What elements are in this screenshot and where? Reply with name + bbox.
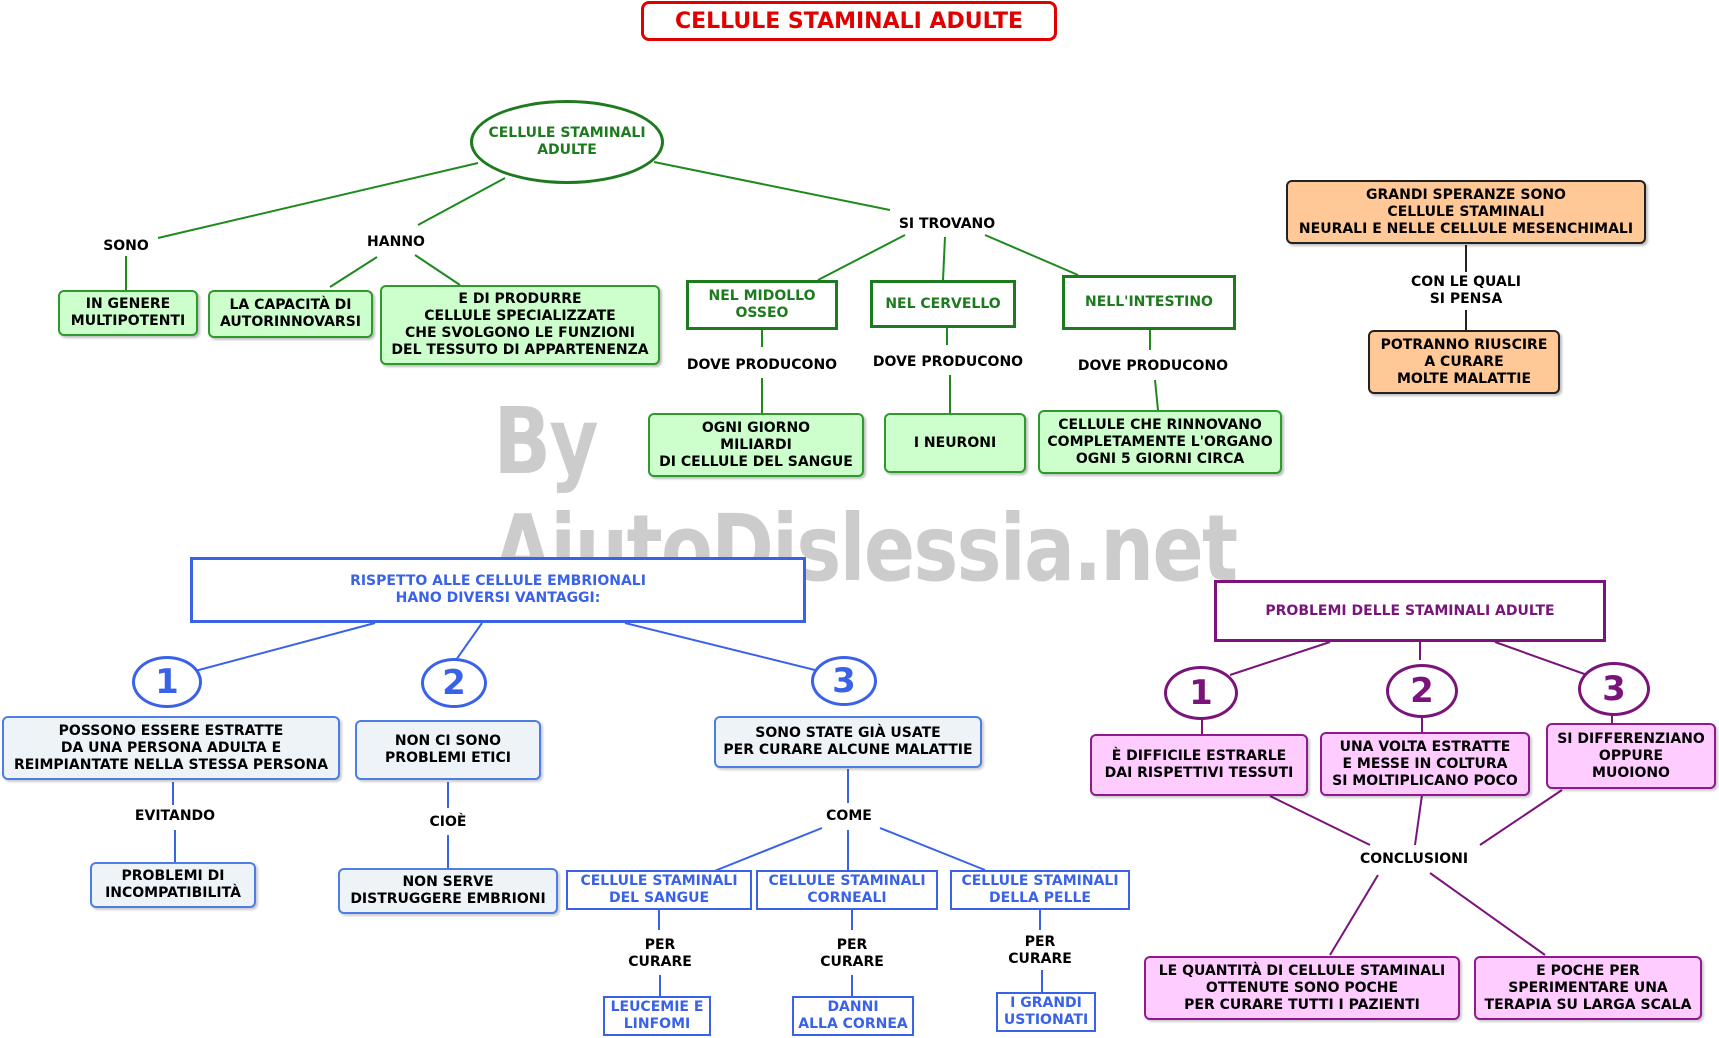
node-problemi-staminali: PROBLEMI DELLE STAMINALI ADULTE xyxy=(1214,580,1606,642)
node-grandi-speranze: GRANDI SPERANZE SONO CELLULE STAMINALI N… xyxy=(1286,180,1646,244)
node-vantaggi: RISPETTO ALLE CELLULE EMBRIONALI HANO DI… xyxy=(190,557,806,623)
page-title: CELLULE STAMINALI ADULTE xyxy=(641,1,1057,41)
node-cellule-sangue: OGNI GIORNO MILIARDI DI CELLULE DEL SANG… xyxy=(648,413,864,477)
node-produrre-cellule: E DI PRODURRE CELLULE SPECIALIZZATE CHE … xyxy=(380,285,660,365)
node-estratte-reimpiantate: POSSONO ESSERE ESTRATTE DA UNA PERSONA A… xyxy=(2,716,340,780)
node-grandi-ustionati: I GRANDI USTIONATI xyxy=(996,992,1096,1032)
link-dove-producono-1: DOVE PRODUCONO xyxy=(682,355,842,375)
node-rinnovano-organo: CELLULE CHE RINNOVANO COMPLETAMENTE L'OR… xyxy=(1038,410,1282,474)
node-autorinnovarsi: LA CAPACITÀ DI AUTORINNOVARSI xyxy=(208,290,373,338)
node-cervello: NEL CERVELLO xyxy=(870,280,1016,328)
node-quantita-poche: LE QUANTITÀ DI CELLULE STAMINALI OTTENUT… xyxy=(1144,956,1460,1020)
node-multipotenti: IN GENERE MULTIPOTENTI xyxy=(58,290,198,336)
node-intestino: NELL'INTESTINO xyxy=(1062,275,1236,330)
problem-badge-2: 2 xyxy=(1386,664,1458,718)
link-per-curare-2: PER CURARE xyxy=(812,935,892,973)
node-si-moltiplicano-poco: UNA VOLTA ESTRATTE E MESSE IN COLTURA SI… xyxy=(1320,732,1530,796)
node-staminali-corneali: CELLULE STAMINALI CORNEALI xyxy=(756,870,938,910)
link-hanno: HANNO xyxy=(357,232,435,252)
node-staminali-pelle: CELLULE STAMINALI DELLA PELLE xyxy=(950,870,1130,910)
node-potranno-curare: POTRANNO RIUSCIRE A CURARE MOLTE MALATTI… xyxy=(1368,330,1560,394)
node-incompatibilita: PROBLEMI DI INCOMPATIBILITÀ xyxy=(90,862,256,908)
node-leucemie-linfomi: LEUCEMIE E LINFOMI xyxy=(603,996,711,1036)
link-dove-producono-2: DOVE PRODUCONO xyxy=(868,352,1028,372)
node-non-distruggere-embrioni: NON SERVE DISTRUGGERE EMBRIONI xyxy=(338,868,558,914)
watermark: By AiutoDislessia.net xyxy=(493,388,1239,602)
link-conclusioni: CONCLUSIONI xyxy=(1352,849,1476,869)
node-staminali-sangue: CELLULE STAMINALI DEL SANGUE xyxy=(566,870,752,910)
node-poche-per-sperimentare: E POCHE PER SPERIMENTARE UNA TERAPIA SU … xyxy=(1474,956,1702,1020)
link-come: COME xyxy=(816,806,882,826)
link-per-curare-1: PER CURARE xyxy=(620,935,700,973)
link-per-curare-3: PER CURARE xyxy=(1000,932,1080,970)
link-evitando: EVITANDO xyxy=(128,806,222,826)
link-cioe: CIOÈ xyxy=(418,812,478,832)
root-node-cellule-staminali-adulte: CELLULE STAMINALI ADULTE xyxy=(470,100,664,184)
problem-badge-1: 1 xyxy=(1164,666,1238,720)
problem-badge-3: 3 xyxy=(1578,662,1650,716)
node-difficile-estrarle: È DIFFICILE ESTRARLE DAI RISPETTIVI TESS… xyxy=(1090,734,1308,796)
link-sono: SONO xyxy=(95,236,157,256)
link-con-le-quali: CON LE QUALI SI PENSA xyxy=(1406,272,1526,310)
node-differenziano-muoiono: SI DIFFERENZIANO OPPURE MUOIONO xyxy=(1546,723,1716,789)
number-badge-1: 1 xyxy=(132,656,202,708)
number-badge-3: 3 xyxy=(811,656,877,706)
node-problemi-etici: NON CI SONO PROBLEMI ETICI xyxy=(355,720,541,780)
link-dove-producono-3: DOVE PRODUCONO xyxy=(1073,356,1233,376)
node-danni-cornea: DANNI ALLA CORNEA xyxy=(792,996,914,1036)
node-neuroni: I NEURONI xyxy=(884,413,1026,473)
node-gia-usate: SONO STATE GIÀ USATE PER CURARE ALCUNE M… xyxy=(714,716,982,768)
node-midollo-osseo: NEL MIDOLLO OSSEO xyxy=(686,280,838,330)
link-si-trovano: SI TROVANO xyxy=(888,214,1006,234)
number-badge-2: 2 xyxy=(421,658,487,708)
